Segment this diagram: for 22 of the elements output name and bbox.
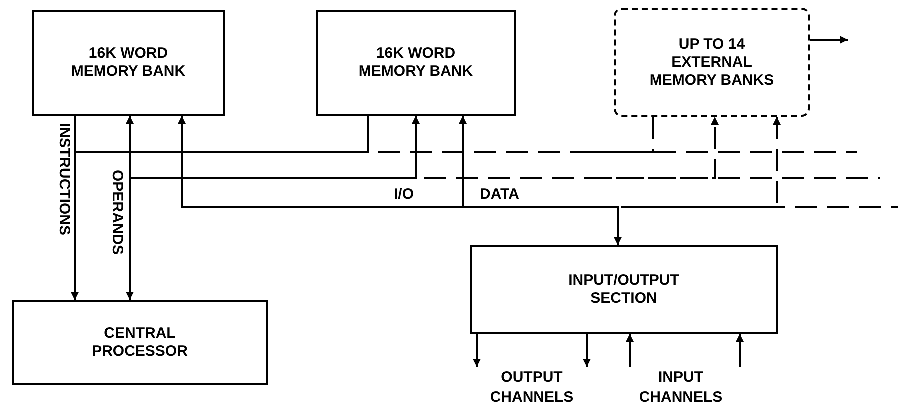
arrow — [626, 334, 634, 367]
arrow — [583, 334, 591, 367]
block-box — [316, 10, 516, 116]
edge-label: OPERANDS — [108, 169, 126, 258]
block-label: CENTRAL PROCESSOR — [91, 324, 189, 360]
channel-label: OUTPUT CHANNELS — [489, 368, 575, 408]
arrow — [810, 36, 848, 44]
arrow — [473, 334, 481, 367]
block-box — [12, 300, 268, 385]
block-box — [32, 10, 225, 116]
edge-label: INSTRUCTIONS — [55, 122, 73, 238]
block-label: 16K WORD MEMORY BANK — [70, 45, 187, 81]
arrow — [71, 116, 369, 300]
block-label: 16K WORD MEMORY BANK — [358, 45, 474, 81]
arrow — [736, 334, 744, 367]
block-label: UP TO 14 EXTERNAL MEMORY BANKS — [648, 36, 776, 90]
block-box — [470, 245, 778, 334]
channel-label: INPUT CHANNELS — [638, 368, 724, 408]
arrow — [459, 116, 622, 245]
dashed-block-box — [614, 8, 810, 117]
arrow — [126, 116, 134, 300]
block-label: INPUT/OUTPUT SECTION — [568, 272, 680, 308]
